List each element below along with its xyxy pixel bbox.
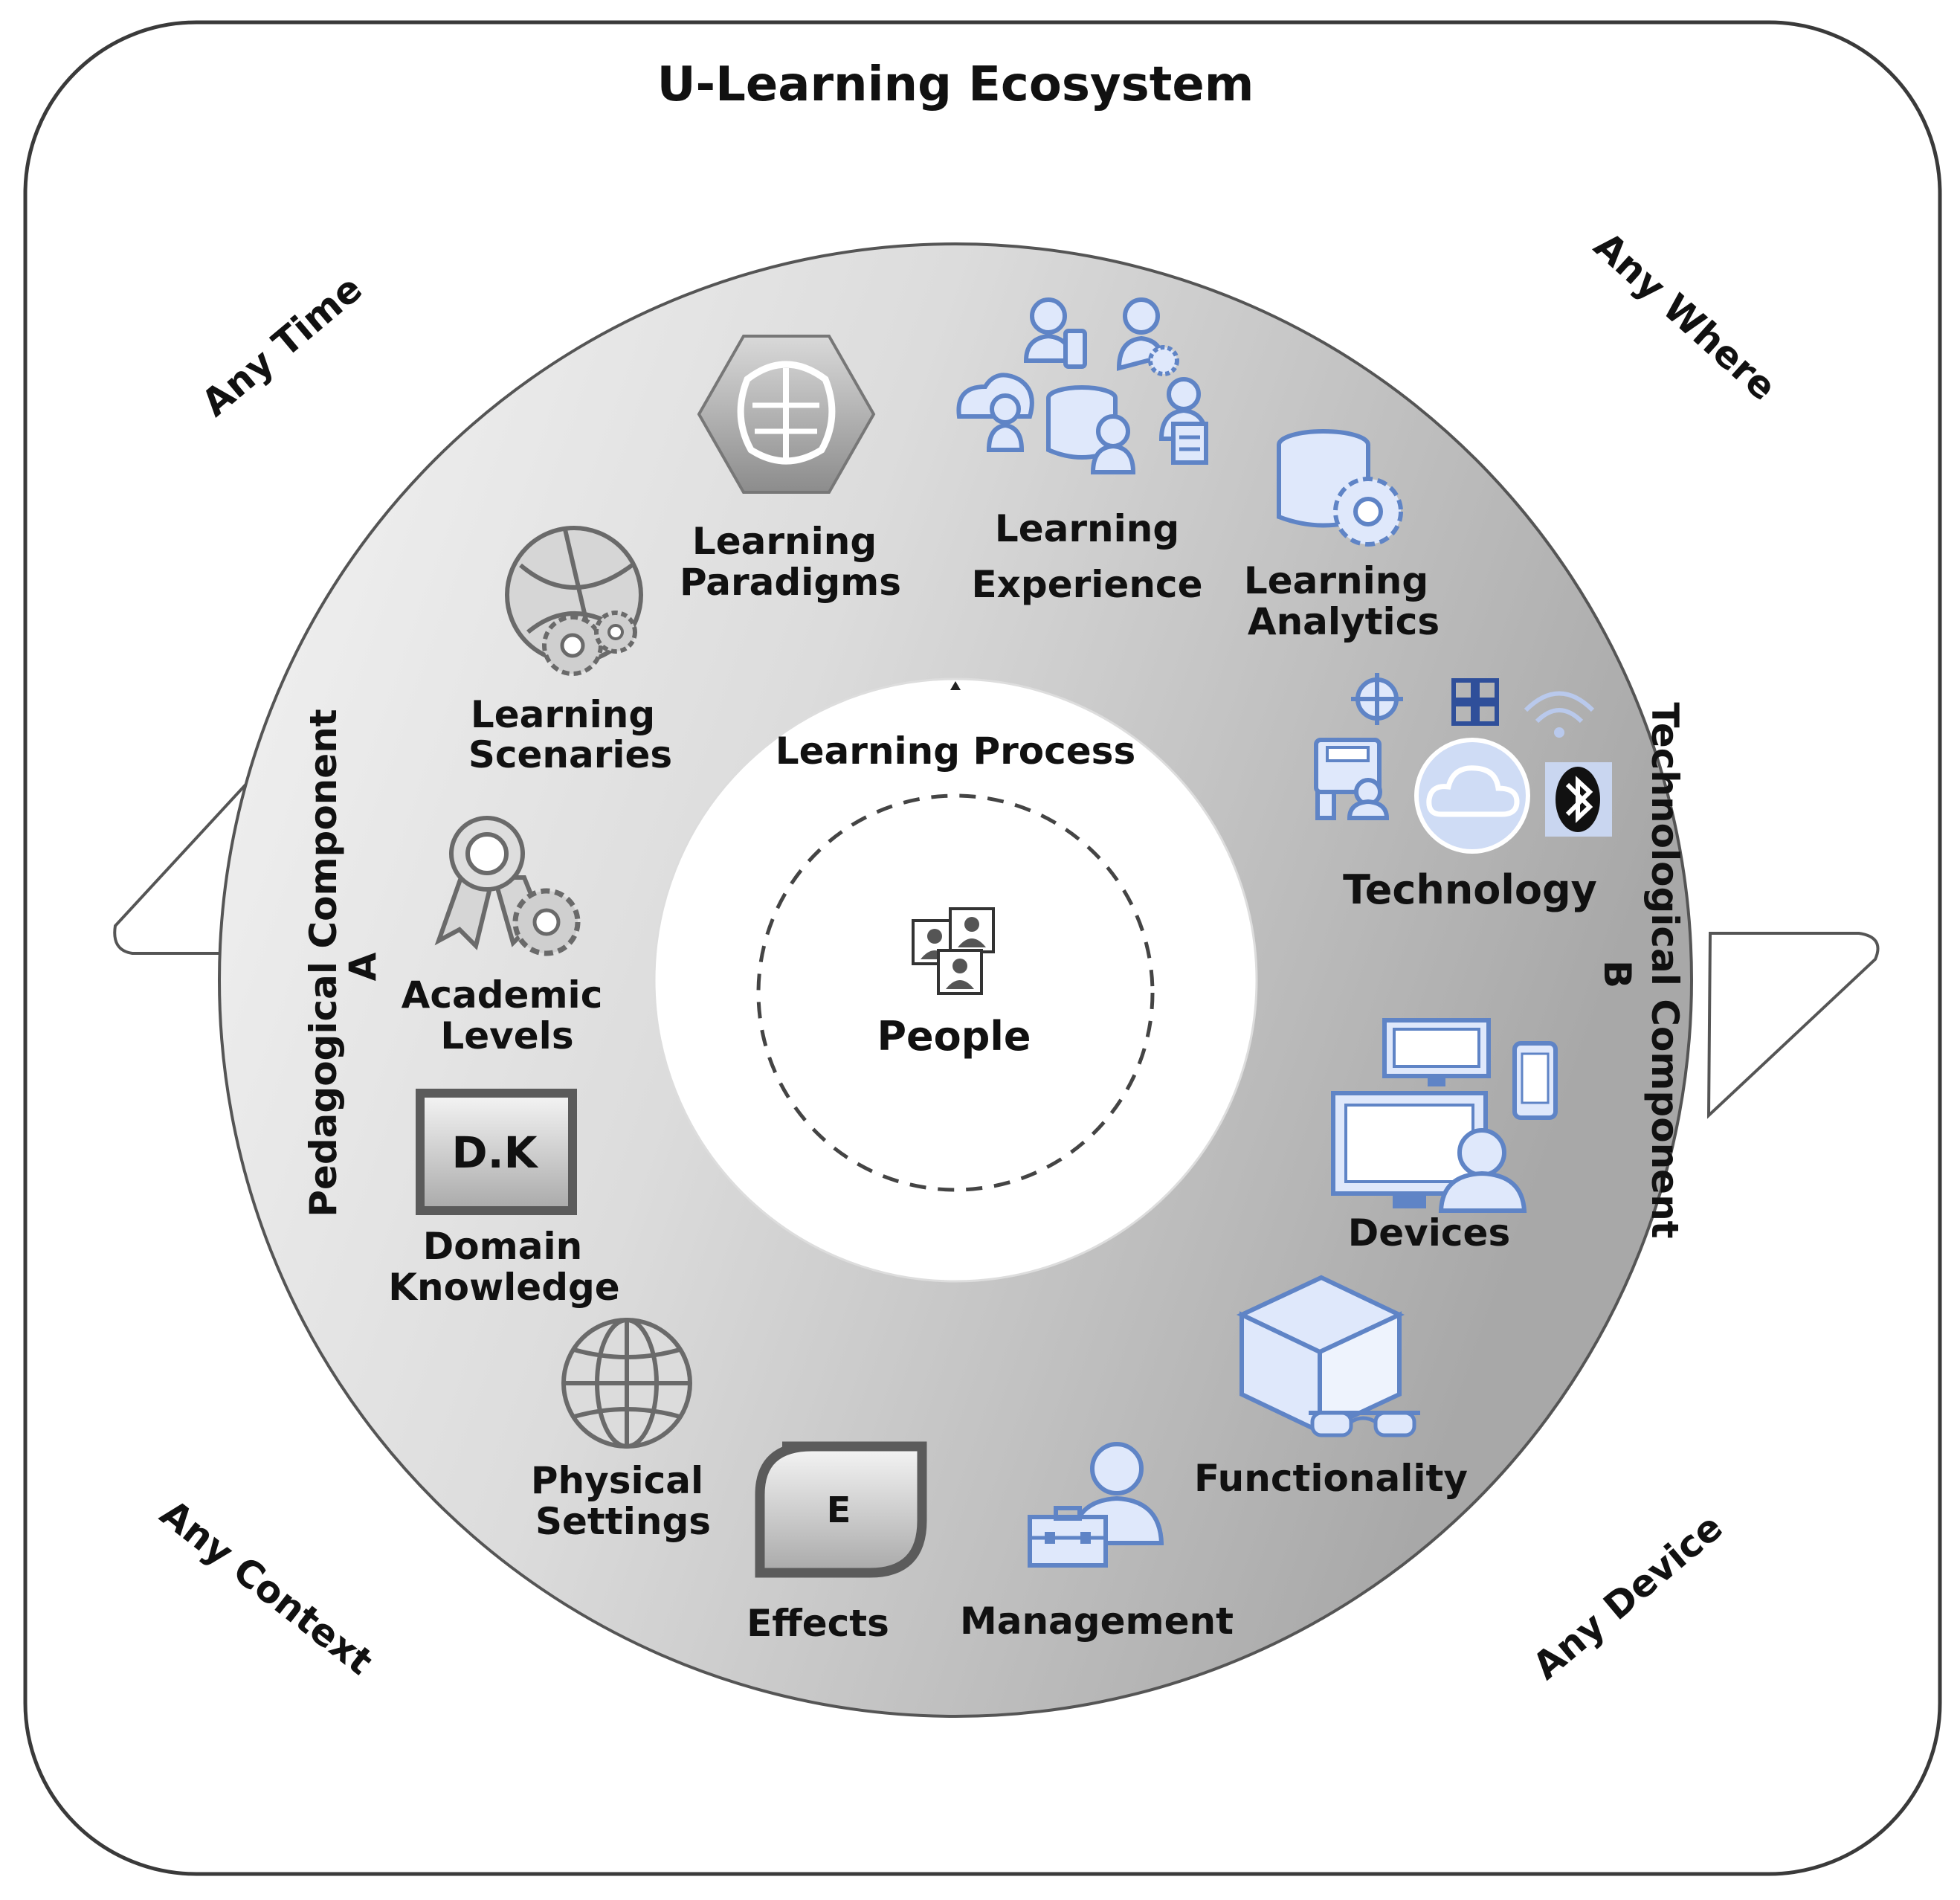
item-devices: Devices (1348, 1211, 1510, 1255)
item-label-line1: Effects (747, 1602, 889, 1645)
pedagogical-component-letter: A (341, 952, 384, 981)
item-learning-analytics: Learning Analytics (1244, 559, 1440, 643)
item-label-line1: Physical (531, 1459, 703, 1502)
people-icon (912, 907, 995, 995)
item-label-line1: Learning (1244, 559, 1428, 602)
dk-badge-icon: D.K (416, 1089, 577, 1215)
item-learning-experience: Learning Experience (972, 507, 1203, 606)
learning-process-label: Learning Process (776, 730, 1135, 773)
item-label-line2: Knowledge (388, 1266, 619, 1309)
target-icon (1351, 673, 1403, 725)
item-label-line1: Learning (692, 520, 877, 563)
item-management: Management (960, 1600, 1234, 1643)
item-physical-settings: Physical Settings (531, 1459, 711, 1543)
item-technology: Technology (1343, 866, 1597, 913)
globe-icon (561, 1318, 692, 1449)
qr-code-icon (1451, 678, 1499, 726)
item-academic-levels: Academic Levels (402, 973, 603, 1057)
people-label: People (877, 1013, 1031, 1060)
item-label-line1: Management (960, 1600, 1234, 1643)
cloud-circle (1414, 738, 1530, 854)
item-learning-paradigms: Learning Paradigms (680, 520, 901, 604)
item-label-line2: Analytics (1248, 600, 1440, 643)
brain-hexagon-icon (697, 335, 876, 494)
ring-marker (950, 681, 961, 690)
technological-component-letter: B (1596, 960, 1639, 988)
effects-badge-text: E (827, 1490, 851, 1531)
item-domain-knowledge: Domain Knowledge (388, 1225, 619, 1309)
item-label-line1: Academic (402, 973, 603, 1017)
ecosystem-title: U-Learning Ecosystem (657, 57, 1254, 112)
phone-icon (1314, 738, 1390, 820)
item-label-line2: Paradigms (680, 561, 901, 604)
item-effects: Effects (747, 1602, 889, 1645)
cloud-wireless-icon (1314, 673, 1612, 854)
cube-glasses-icon (1236, 1275, 1420, 1437)
item-learning-scenaries: Learning Scenaries (468, 693, 672, 776)
item-label-line2: Levels (440, 1014, 573, 1057)
bluetooth-icon (1545, 762, 1612, 837)
wifi-icon (1524, 691, 1595, 738)
dk-badge-text: D.K (451, 1127, 538, 1178)
cloud-icon (1426, 765, 1520, 817)
globe-gears-icon (505, 526, 643, 676)
item-label-line1: Learning (471, 693, 655, 736)
item-label-line1: Learning (995, 507, 1179, 550)
right-flap (1706, 932, 1880, 1119)
user-briefcase-icon (1028, 1442, 1164, 1568)
effects-badge-icon: E (755, 1441, 927, 1578)
item-functionality: Functionality (1194, 1457, 1468, 1500)
database-gear-icon (1277, 429, 1403, 547)
item-label-line1: Functionality (1194, 1457, 1468, 1500)
item-label-line2: Settings (535, 1500, 711, 1543)
users-network-icon (956, 297, 1209, 474)
item-label-line1: Devices (1348, 1211, 1510, 1255)
devices-icon (1331, 1018, 1558, 1213)
technological-component-title: Technological Component (1643, 702, 1686, 1238)
item-label-line2: Experience (972, 563, 1203, 606)
award-gear-icon (434, 816, 581, 956)
people-dashed-circle (756, 793, 1155, 1192)
pedagogical-component-title: Pedagogical Component (302, 709, 345, 1217)
item-label-line2: Scenaries (468, 733, 672, 776)
item-label-line1: Domain (423, 1225, 582, 1268)
item-label-line1: Technology (1343, 866, 1597, 913)
